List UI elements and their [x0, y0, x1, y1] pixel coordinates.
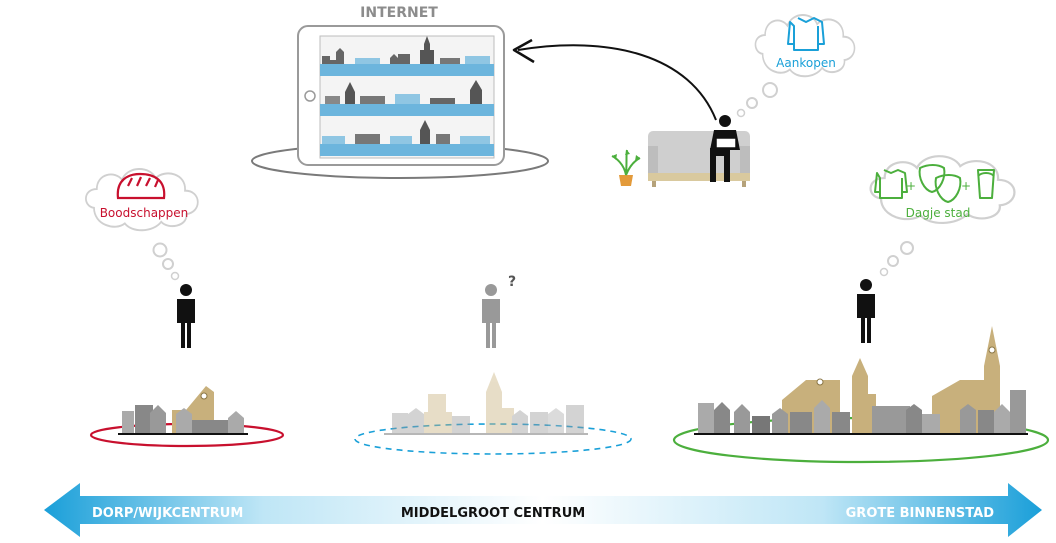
sweater-icon [787, 17, 825, 51]
city-skyline [672, 326, 1050, 464]
uncertain-person-icon [482, 284, 500, 348]
thought-label-aankopen: Aankopen [776, 56, 836, 70]
scale-middle-label: MIDDELGROOT CENTRUM [401, 506, 585, 521]
plant-icon [611, 149, 641, 186]
arrow-head-icon [512, 38, 535, 64]
scale-left-label: DORP/WIJKCENTRUM [92, 506, 243, 521]
plus-sign-1: + [906, 179, 916, 193]
thought-label-dagje-stad: Dagje stad [906, 206, 971, 220]
scale-right-label: GROTE BINNENSTAD [846, 506, 995, 521]
thought-cloud-aankopen: Aankopen [736, 14, 856, 118]
question-mark: ? [508, 274, 516, 290]
tablet-icon [297, 25, 505, 166]
person-icon [857, 279, 875, 343]
village-skyline [89, 386, 285, 448]
scale-arrow-bar: DORP/WIJKCENTRUM MIDDELGROOT CENTRUM GRO… [44, 483, 1042, 537]
tablet-skyline-row-2 [320, 80, 494, 116]
sweater-icon [874, 169, 908, 199]
internet-title: INTERNET [360, 5, 438, 21]
tablet-skyline-row-3 [320, 120, 494, 156]
beer-glass-icon [977, 169, 995, 199]
bread-icon [116, 172, 166, 200]
plus-sign-2: + [961, 179, 971, 193]
thought-label-boodschappen: Boodschappen [100, 206, 189, 220]
person-icon [177, 284, 195, 348]
thought-cloud-dagje-stad: + + Dagje stad [869, 155, 1016, 277]
thought-cloud-boodschappen: Boodschappen [84, 168, 199, 281]
middle-town-skyline [354, 372, 632, 455]
tablet-skyline-row-1 [320, 36, 494, 76]
online-shopping-arrow [517, 44, 717, 121]
sitting-person-icon [710, 115, 740, 182]
middle-town-ring [354, 423, 632, 455]
theater-masks-icon [918, 164, 962, 203]
